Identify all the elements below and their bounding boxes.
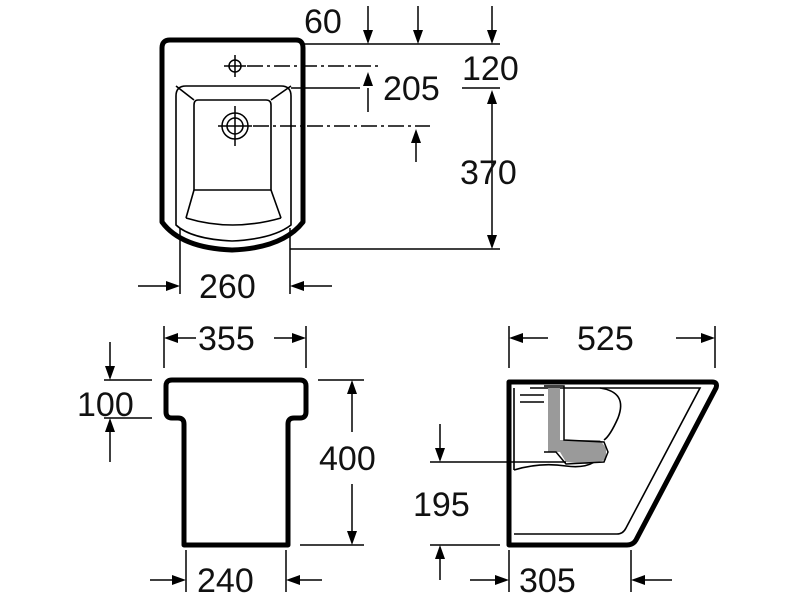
- dimension-260: 260: [138, 228, 332, 306]
- front-view-outline: [163, 377, 309, 548]
- dim-label-260: 260: [199, 268, 256, 306]
- drain-axis-arrow: [411, 129, 421, 162]
- dimension-195: 195: [413, 424, 566, 580]
- dimension-305: 305: [470, 550, 672, 600]
- dim-label-100: 100: [77, 386, 134, 424]
- side-view-inner-wall: [513, 387, 702, 535]
- dimension-355: 355: [163, 320, 307, 368]
- top-view-outline: [159, 37, 306, 253]
- dimension-100: 100: [77, 342, 152, 462]
- top-view-basin-slope: [185, 189, 282, 226]
- dim-label-305: 305: [519, 562, 576, 600]
- dim-label-205: 205: [383, 70, 440, 108]
- dim-label-355: 355: [198, 320, 255, 358]
- drain-hole-marker: [218, 106, 252, 146]
- side-view-outline: [506, 379, 719, 548]
- dimension-60: 60: [304, 3, 497, 44]
- dim-label-525: 525: [577, 320, 634, 358]
- side-view-trap-grey: [548, 388, 606, 464]
- dimension-240: 240: [150, 550, 322, 600]
- dimension-525: 525: [508, 320, 716, 368]
- front-view: 355 100 400 240: [77, 320, 376, 600]
- dimension-120: 120: [462, 50, 519, 88]
- dim-label-370: 370: [460, 154, 517, 192]
- side-view: 525 195 305: [413, 320, 719, 600]
- dim-label-60: 60: [304, 3, 342, 41]
- dimension-400: 400: [300, 379, 376, 546]
- dim-label-400: 400: [319, 440, 376, 478]
- top-view-basin-corner-lines: [175, 85, 292, 101]
- top-view: 60 120 205 370 260: [138, 3, 519, 306]
- side-view-trap-outline: [520, 385, 609, 465]
- dim-label-240: 240: [197, 562, 254, 600]
- side-view-bowl-curve: [599, 387, 622, 441]
- dimension-205: 205: [363, 70, 440, 112]
- dimension-370: 370: [460, 90, 517, 249]
- top-view-basin: [175, 85, 292, 242]
- tap-hole-marker: [224, 55, 246, 77]
- dim-label-120: 120: [462, 50, 519, 88]
- dim-label-195: 195: [413, 486, 470, 524]
